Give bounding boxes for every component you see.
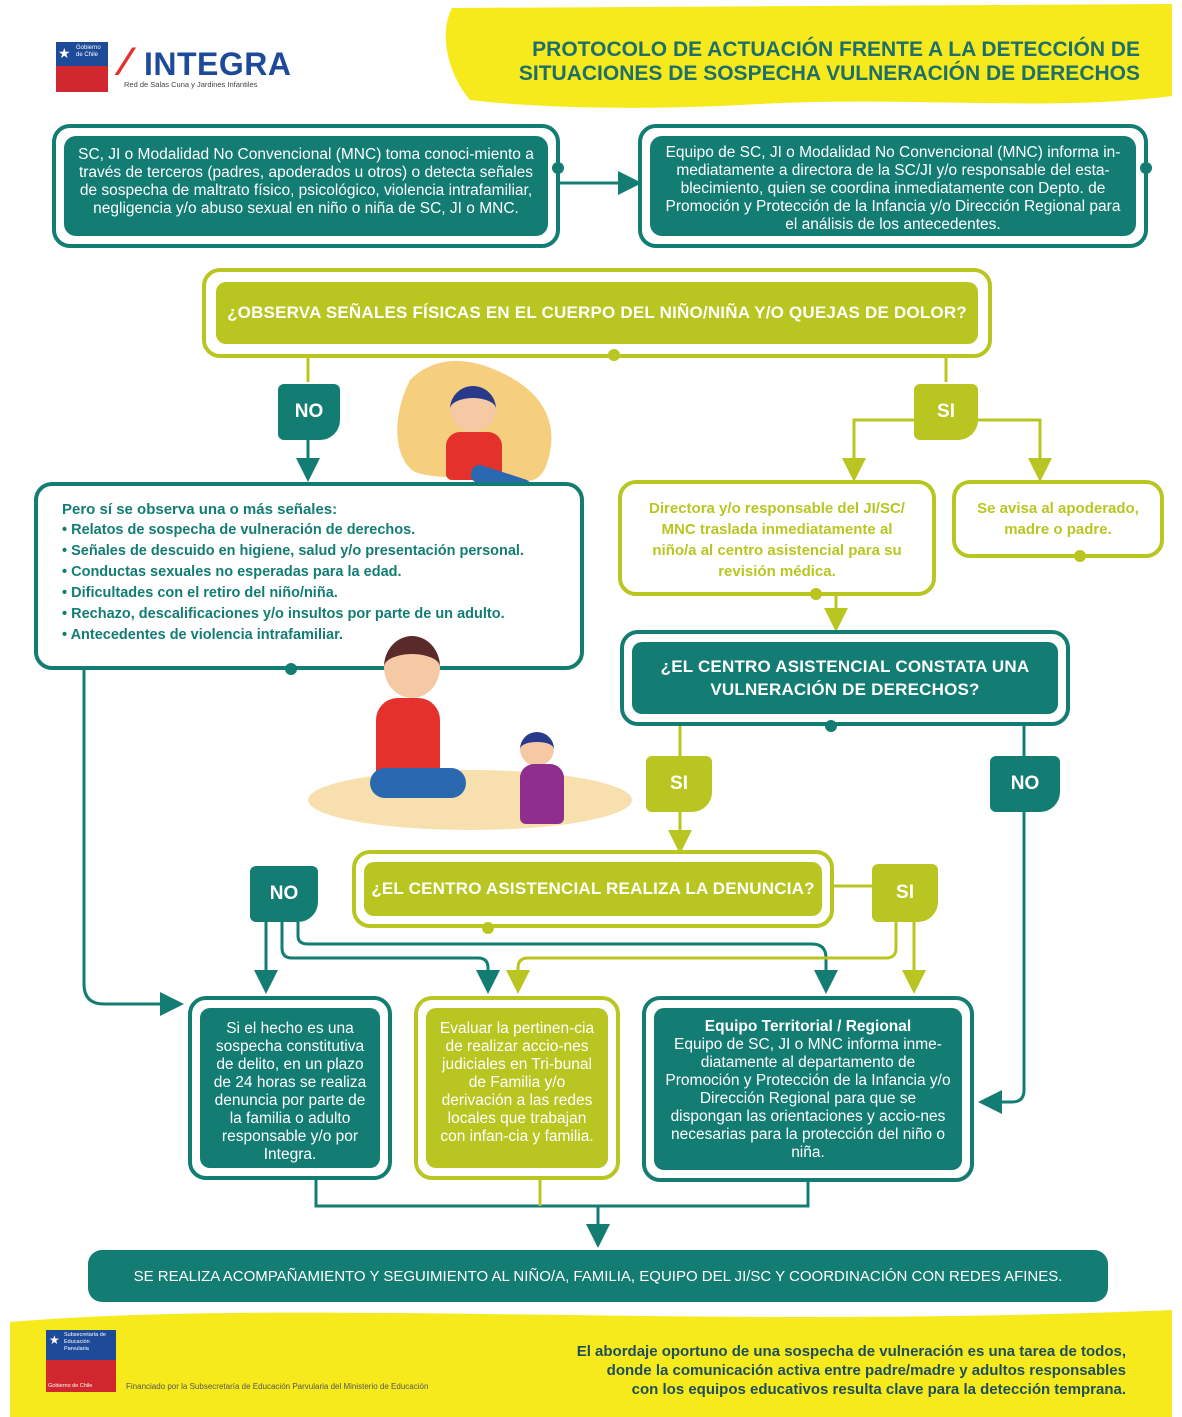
team-informs-text: Equipo de SC, JI o Modalidad No Convenci… xyxy=(650,136,1136,236)
question-physical-signs: ¿OBSERVA SEÑALES FÍSICAS EN EL CUERPO DE… xyxy=(202,268,992,358)
no-tag: NO xyxy=(990,756,1060,812)
connector-dot xyxy=(482,922,494,934)
integra-logo: ⁄ INTEGRA Red de Salas Cuna y Jardines I… xyxy=(120,40,300,94)
si-tag: SI xyxy=(646,756,712,812)
complaint-box: Si el hecho es una sospecha constitutiva… xyxy=(188,996,392,1180)
signal-item: • Señales de descuido en higiene, salud … xyxy=(62,543,524,559)
gov-logo: ★ Gobierno de Chile xyxy=(56,42,108,92)
signal-item: • Conductas sexuales no esperadas para l… xyxy=(62,564,402,580)
guardian-notice-box: Se avisa al apoderado, madre o padre. xyxy=(952,480,1164,558)
no-tag: NO xyxy=(278,384,340,440)
connector-dot xyxy=(552,162,564,174)
evaluate-text: Evaluar la pertinen-cia de realizar acci… xyxy=(426,1008,608,1168)
connector-dot xyxy=(1140,162,1152,174)
question-complaint: ¿EL CENTRO ASISTENCIAL REALIZA LA DENUNC… xyxy=(352,850,834,928)
question-medical-finding: ¿EL CENTRO ASISTENCIAL CONSTATA UNA VULN… xyxy=(620,630,1070,726)
gov-sub-label: Gobierno de Chile xyxy=(48,1383,93,1389)
initial-detection-box: SC, JI o Modalidad No Convencional (MNC)… xyxy=(52,124,560,248)
footer-message-line-3: con los equipos educativos resulta clave… xyxy=(631,1381,1126,1398)
subsecretaria-logo: ★ Subsecretaría de Educación Parvularia … xyxy=(46,1330,116,1392)
brand-subtitle: Red de Salas Cuna y Jardines Infantiles xyxy=(124,80,258,89)
connector-dot xyxy=(285,663,297,675)
integra-mark-icon: ⁄ xyxy=(122,40,129,84)
territorial-team-content: Equipo Territorial / Regional Equipo de … xyxy=(654,1008,962,1170)
follow-up-text: SE REALIZA ACOMPAÑAMIENTO Y SEGUIMIENTO … xyxy=(133,1267,1063,1285)
gov-star-icon: ★ xyxy=(58,45,71,61)
signal-item: • Rechazo, descalificaciones y/o insulto… xyxy=(62,606,505,622)
signals-title: Pero sí se observa una o más señales: xyxy=(62,501,338,518)
woman-child-illustration xyxy=(370,636,590,836)
brand-name: INTEGRA xyxy=(144,46,292,82)
page-title: PROTOCOLO DE ACTUACIÓN FRENTE A LA DETEC… xyxy=(500,38,1140,86)
director-transfer-box: Directora y/o responsable del JI/SC/ MNC… xyxy=(618,480,936,596)
initial-detection-text: SC, JI o Modalidad No Convencional (MNC)… xyxy=(64,136,548,236)
connector-dot xyxy=(608,349,620,361)
signal-item-text: Antecedentes de violencia intrafamiliar. xyxy=(70,627,343,643)
si-tag: SI xyxy=(914,384,978,440)
gov-star-icon: ★ xyxy=(49,1333,60,1347)
signal-item: • Dificultades con el retiro del niño/ni… xyxy=(62,585,338,601)
connector-dot xyxy=(1074,550,1086,562)
si-tag: SI xyxy=(872,864,938,922)
question-medical-finding-text: ¿EL CENTRO ASISTENCIAL CONSTATA UNA VULN… xyxy=(632,642,1058,714)
title-line-2: SITUACIONES DE SOSPECHA VULNERACIÓN DE D… xyxy=(518,62,1140,85)
signal-item-text: Señales de descuido en higiene, salud y/… xyxy=(71,543,524,559)
signal-item-text: Conductas sexuales no esperadas para la … xyxy=(71,564,402,580)
question-complaint-text: ¿EL CENTRO ASISTENCIAL REALIZA LA DENUNC… xyxy=(364,862,822,916)
signals-box: Pero sí se observa una o más señales: • … xyxy=(34,482,584,670)
title-line-1: PROTOCOLO DE ACTUACIÓN FRENTE A LA DETEC… xyxy=(532,38,1140,61)
director-transfer-text: Directora y/o responsable del JI/SC/ MNC… xyxy=(649,500,905,580)
footer-message-line-1: El abordaje oportuno de una sospecha de … xyxy=(576,1343,1126,1360)
signals-list: • Relatos de sospecha de vulneración de … xyxy=(62,520,570,646)
signal-item: • Relatos de sospecha de vulneración de … xyxy=(62,522,416,538)
territorial-team-box: Equipo Territorial / Regional Equipo de … xyxy=(642,996,974,1182)
signal-item-text: Relatos de sospecha de vulneración de de… xyxy=(71,522,416,538)
funding-note: Financiado por la Subsecretaría de Educa… xyxy=(126,1382,429,1391)
evaluate-box: Evaluar la pertinen-cia de realizar acci… xyxy=(414,996,620,1180)
team-informs-box: Equipo de SC, JI o Modalidad No Convenci… xyxy=(638,124,1148,248)
no-tag: NO xyxy=(250,866,318,922)
footer-message: El abordaje oportuno de una sospecha de … xyxy=(440,1342,1126,1399)
follow-up-banner: SE REALIZA ACOMPAÑAMIENTO Y SEGUIMIENTO … xyxy=(88,1250,1108,1302)
guardian-notice-text: Se avisa al apoderado, madre o padre. xyxy=(977,500,1139,538)
territorial-team-text: Equipo de SC, JI o MNC informa inme-diat… xyxy=(665,1036,951,1161)
gov-label: Gobierno de Chile xyxy=(76,45,101,58)
signal-item-text: Dificultades con el retiro del niño/niña… xyxy=(71,585,338,601)
complaint-text: Si el hecho es una sospecha constitutiva… xyxy=(200,1008,380,1168)
question-physical-signs-text: ¿OBSERVA SEÑALES FÍSICAS EN EL CUERPO DE… xyxy=(216,282,978,344)
signal-item: • Antecedentes de violencia intrafamilia… xyxy=(62,627,343,643)
connector-dot xyxy=(810,588,822,600)
signal-item-text: Rechazo, descalificaciones y/o insultos … xyxy=(71,606,505,622)
subsecretaria-label: Subsecretaría de Educación Parvularia xyxy=(64,1332,106,1352)
connector-dot xyxy=(825,720,837,732)
footer-message-line-2: donde la comunicación activa entre padre… xyxy=(606,1362,1126,1379)
territorial-team-title: Equipo Territorial / Regional xyxy=(704,1018,912,1035)
